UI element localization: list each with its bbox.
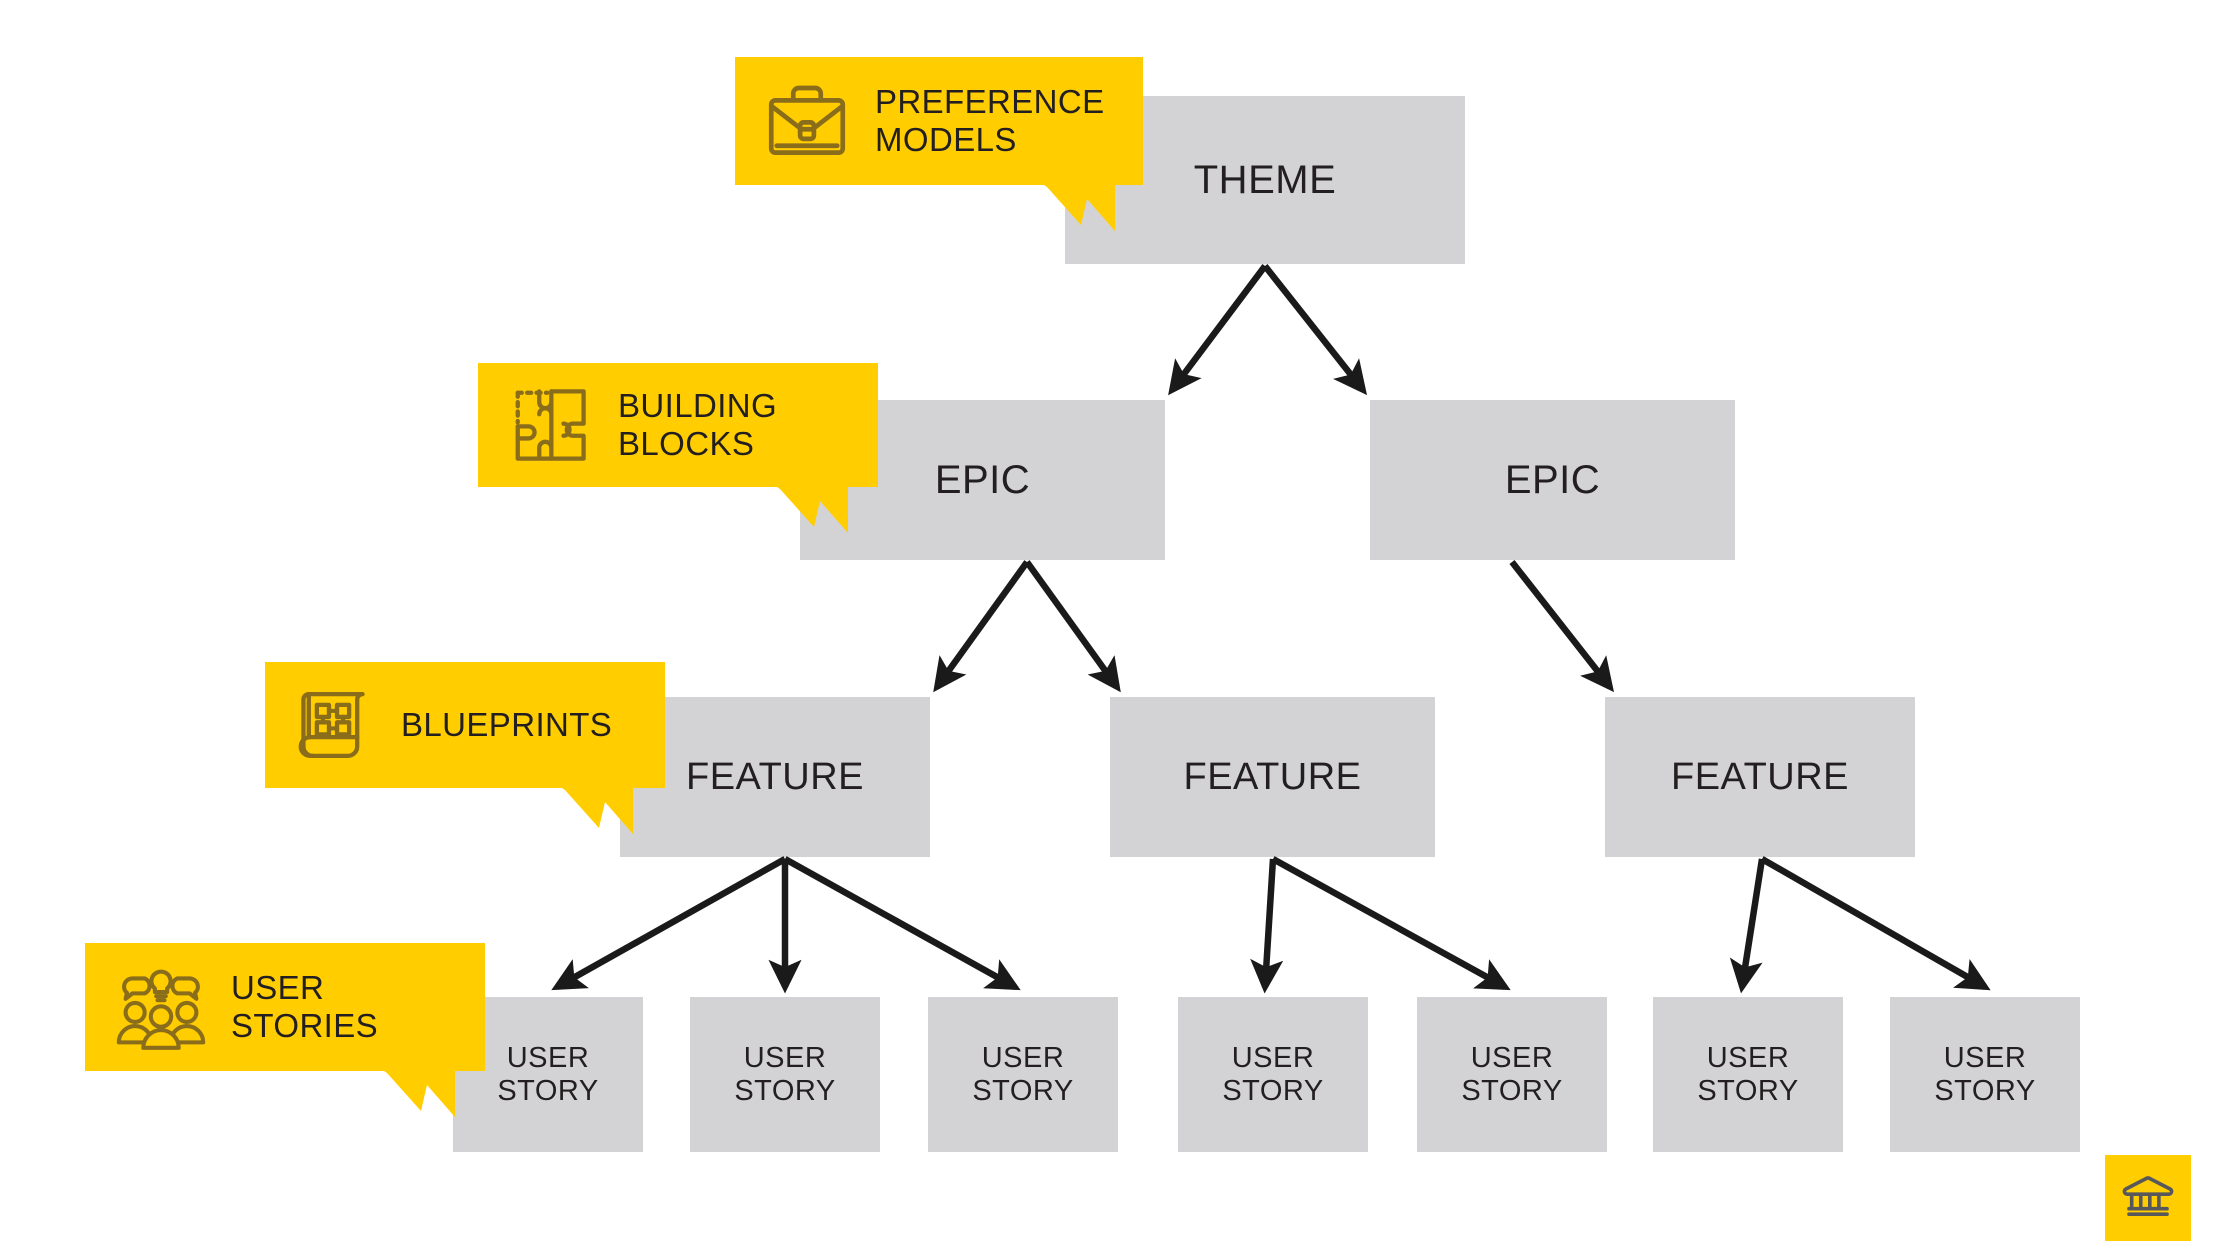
team-idea-icon bbox=[111, 961, 211, 1053]
edge-feature2-story5 bbox=[1271, 856, 1511, 991]
edge-feature2-story4 bbox=[1250, 858, 1284, 994]
edge-theme-epic-2 bbox=[1262, 263, 1368, 396]
node-label: FEATURE bbox=[1670, 755, 1850, 798]
brand-mark[interactable] bbox=[2105, 1155, 2191, 1241]
node-label: EPIC bbox=[934, 457, 1031, 502]
edge-feature3-story6 bbox=[1729, 858, 1766, 994]
blueprint-scroll-icon bbox=[287, 679, 379, 771]
node-feature-2[interactable]: FEATURE bbox=[1110, 697, 1435, 857]
node-label: USER STORY bbox=[497, 1042, 599, 1107]
node-label: USER STORY bbox=[1222, 1042, 1324, 1107]
node-label: USER STORY bbox=[1934, 1042, 2036, 1107]
node-feature-3[interactable]: FEATURE bbox=[1605, 697, 1915, 857]
edge-feature1-story1 bbox=[551, 856, 787, 991]
node-label: USER STORY bbox=[1697, 1042, 1799, 1107]
callout-tail bbox=[768, 481, 848, 533]
bank-building-icon bbox=[2119, 1167, 2177, 1230]
callout-tail bbox=[375, 1065, 455, 1117]
node-story-5[interactable]: USER STORY bbox=[1417, 997, 1607, 1152]
callout-user-stories[interactable]: USER STORIES bbox=[85, 943, 485, 1119]
callout-label: BUILDING BLOCKS bbox=[618, 386, 778, 462]
callout-label: BLUEPRINTS bbox=[401, 705, 613, 743]
callout-body: BUILDING BLOCKS bbox=[478, 363, 878, 487]
briefcase-icon bbox=[761, 75, 853, 167]
callout-body: USER STORIES bbox=[85, 943, 485, 1071]
puzzle-icon bbox=[504, 379, 596, 471]
edge-epic1-feature2 bbox=[1024, 560, 1121, 693]
callout-body: BLUEPRINTS bbox=[265, 662, 665, 788]
node-story-3[interactable]: USER STORY bbox=[928, 997, 1118, 1152]
edge-feature1-story3 bbox=[783, 856, 1021, 991]
node-label: FEATURE bbox=[685, 755, 865, 798]
edge-theme-epic-1 bbox=[1168, 264, 1268, 396]
node-epic-2[interactable]: EPIC bbox=[1370, 400, 1735, 560]
callout-body: PREFERENCE MODELS bbox=[735, 57, 1143, 185]
callout-preference-models[interactable]: PREFERENCE MODELS bbox=[735, 57, 1143, 232]
node-feature-1[interactable]: FEATURE bbox=[620, 697, 930, 857]
callout-tail bbox=[553, 782, 633, 834]
node-story-2[interactable]: USER STORY bbox=[690, 997, 880, 1152]
node-label: USER STORY bbox=[1461, 1042, 1563, 1107]
node-story-4[interactable]: USER STORY bbox=[1178, 997, 1368, 1152]
callout-blueprints[interactable]: BLUEPRINTS bbox=[265, 662, 665, 836]
node-label: FEATURE bbox=[1183, 755, 1362, 798]
callout-tail bbox=[1035, 179, 1115, 231]
callout-label: PREFERENCE MODELS bbox=[875, 82, 1105, 158]
edge-epic2-feature3 bbox=[1509, 559, 1615, 693]
node-story-7[interactable]: USER STORY bbox=[1890, 997, 2080, 1152]
node-label: THEME bbox=[1193, 157, 1337, 202]
callout-building-blocks[interactable]: BUILDING BLOCKS bbox=[478, 363, 878, 535]
callout-label: USER STORIES bbox=[231, 968, 379, 1044]
node-story-6[interactable]: USER STORY bbox=[1653, 997, 1843, 1152]
node-label: EPIC bbox=[1504, 457, 1601, 502]
edge-feature3-story7 bbox=[1760, 856, 1991, 991]
edge-epic1-feature1 bbox=[933, 560, 1030, 693]
node-label: USER STORY bbox=[734, 1042, 836, 1107]
node-label: USER STORY bbox=[972, 1042, 1074, 1107]
